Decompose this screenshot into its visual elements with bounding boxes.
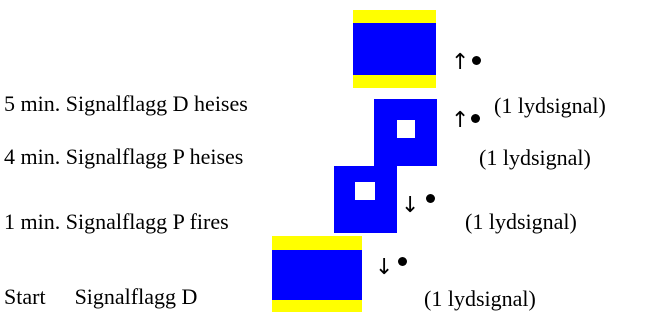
flag-d-bottom-stripe bbox=[272, 300, 362, 312]
step-2-action: Signalflagg P heises bbox=[65, 144, 244, 169]
step-3-action: Signalflagg P fires bbox=[65, 209, 229, 234]
flag-d-top-stripe bbox=[272, 236, 362, 250]
flag-d-bottom-stripe bbox=[353, 75, 436, 88]
arrow-down-icon: ↓ bbox=[401, 193, 420, 218]
arrow-up-icon: ↑ bbox=[451, 50, 470, 75]
step-4-signal-note: (1 lydsignal) bbox=[424, 286, 536, 311]
flag-d-top-stripe bbox=[353, 10, 436, 23]
flag-p-icon bbox=[334, 166, 397, 233]
step-1-action: Signalflagg D heises bbox=[65, 91, 248, 116]
sound-signal-dot-icon bbox=[398, 257, 407, 266]
step-2-text: 4 min. Signalflagg P heises bbox=[4, 145, 243, 169]
step-2-signal-note: (1 lydsignal) bbox=[479, 145, 591, 170]
step-4-text: Start Signalflagg D bbox=[4, 285, 197, 309]
step-4-time: Start bbox=[4, 284, 46, 309]
step-1-text: 5 min. Signalflagg D heises bbox=[4, 92, 248, 116]
step-3-text: 1 min. Signalflagg P fires bbox=[4, 210, 229, 234]
step-3-time: 1 min. bbox=[4, 209, 61, 234]
flag-p-center bbox=[397, 120, 415, 138]
flag-d-icon bbox=[353, 10, 436, 88]
sound-signal-dot-icon bbox=[426, 194, 435, 203]
step-3-signal-note: (1 lydsignal) bbox=[465, 209, 577, 234]
step-2-time: 4 min. bbox=[4, 144, 61, 169]
arrow-down-icon: ↓ bbox=[375, 255, 394, 280]
flag-p-icon bbox=[374, 99, 437, 166]
step-4-action: Signalflagg D bbox=[74, 284, 198, 309]
flag-d-icon bbox=[272, 236, 362, 312]
step-1-time: 5 min. bbox=[4, 91, 61, 116]
sound-signal-dot-icon bbox=[471, 114, 480, 123]
sound-signal-dot-icon bbox=[472, 56, 481, 65]
arrow-up-icon: ↑ bbox=[451, 108, 470, 133]
step-1-signal-note: (1 lydsignal) bbox=[494, 93, 606, 118]
flag-p-center bbox=[355, 182, 375, 200]
